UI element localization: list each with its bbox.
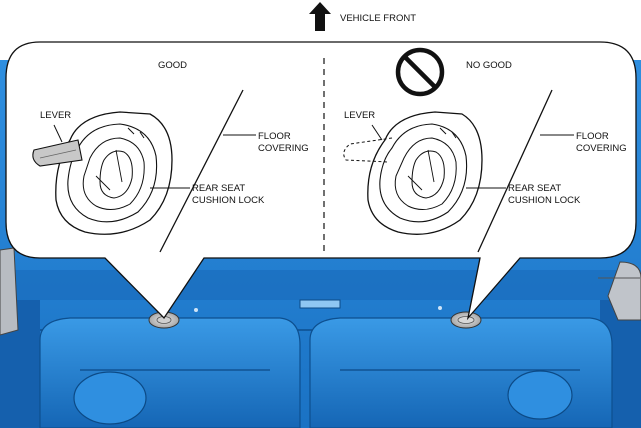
- no-good-lock-label-line2: CUSHION LOCK: [508, 195, 581, 206]
- vehicle-front-arrow: [309, 2, 331, 31]
- vehicle-front-label: VEHICLE FRONT: [340, 13, 417, 24]
- side-hardware: [0, 247, 641, 336]
- good-lever-label: LEVER: [40, 110, 72, 121]
- no-good-title: NO GOOD: [466, 60, 512, 71]
- floor-lock-no-good: [450, 311, 482, 329]
- no-good-lever-label: LEVER: [344, 110, 376, 121]
- callout-balloon: [5, 41, 637, 321]
- good-title: GOOD: [158, 60, 188, 71]
- no-good-lock-label-line1: REAR SEAT: [508, 183, 562, 194]
- no-symbol-icon: [395, 47, 445, 97]
- no-good-detail: [343, 89, 574, 253]
- good-floor-label-line2: COVERING: [258, 143, 309, 154]
- no-good-floor-label-line2: COVERING: [576, 143, 627, 154]
- good-lock-label-line1: REAR SEAT: [192, 183, 246, 194]
- no-good-floor-label-line1: FLOOR: [576, 131, 609, 142]
- good-floor-label-line1: FLOOR: [258, 131, 291, 142]
- good-detail: [32, 89, 256, 253]
- good-lock-label-line2: CUSHION LOCK: [192, 195, 265, 206]
- seat-cushion-panels: [39, 299, 613, 428]
